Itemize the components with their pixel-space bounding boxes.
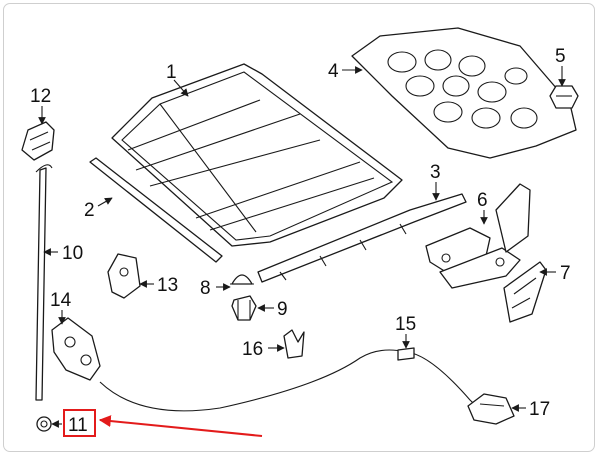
callout-2: 2: [84, 200, 95, 221]
leader-lines: [38, 66, 566, 428]
callout-4: 4: [328, 61, 339, 82]
rod-holder: [21, 121, 55, 161]
hood-insulator: [351, 27, 577, 159]
callout-8: 8: [200, 278, 211, 299]
highlight-arrow: [98, 415, 263, 437]
hinge-bracket: [503, 261, 547, 323]
release-handle: [467, 393, 515, 425]
callout-12: 12: [30, 86, 51, 107]
callout-6: 6: [477, 190, 488, 211]
callout-10: 10: [62, 243, 83, 264]
callout-14: 14: [50, 290, 72, 311]
hood-panel: [111, 63, 403, 247]
hood-seal-strip: [89, 157, 223, 263]
callout-labels: 1 2 3 4 5 6 7 8 9 10 11 12 13 14 15 16 1…: [30, 46, 571, 436]
callout-17: 17: [529, 399, 550, 420]
hood-hinge: [425, 183, 531, 289]
callout-7: 7: [560, 263, 571, 284]
callout-11: 11: [68, 415, 88, 436]
cable-clip: [283, 329, 305, 359]
callout-13: 13: [157, 275, 178, 296]
rod-grommet: [36, 416, 52, 432]
diagram-frame: [3, 3, 595, 452]
insulator-clip: [549, 85, 579, 109]
prop-rod: [35, 164, 53, 401]
callout-16: 16: [242, 339, 263, 360]
latch-bracket: [107, 253, 141, 299]
highlight-box: [63, 409, 96, 437]
push-clip: [231, 295, 257, 321]
hood-latch: [51, 317, 101, 381]
callout-1: 1: [166, 62, 177, 83]
callout-15: 15: [395, 314, 416, 335]
cowl-seal: [257, 193, 467, 283]
callout-5: 5: [555, 46, 566, 67]
callout-9: 9: [277, 299, 288, 320]
callout-3: 3: [430, 162, 441, 183]
grommet: [230, 274, 254, 285]
